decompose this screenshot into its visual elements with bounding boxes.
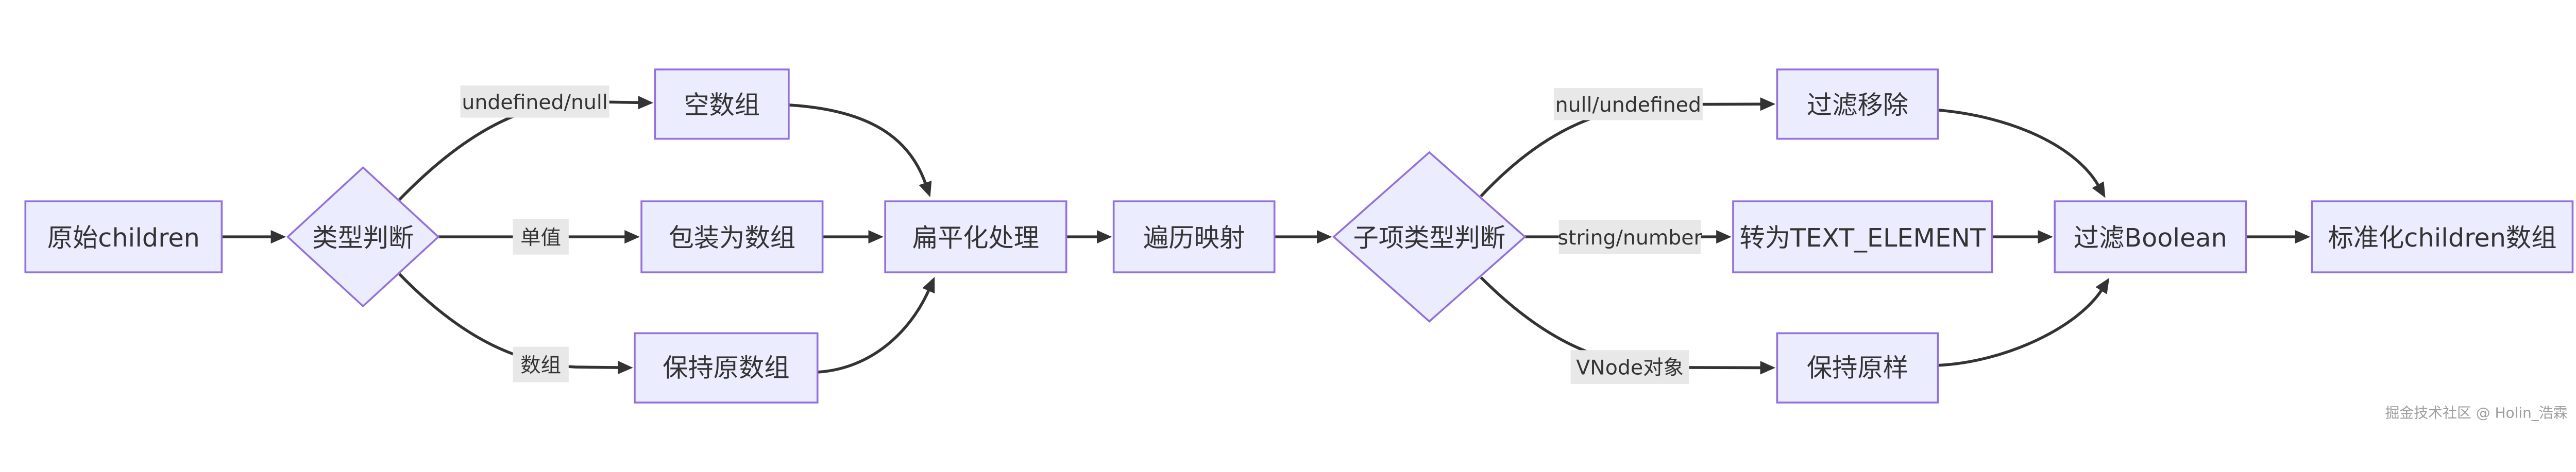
edge-empty-array-to-flatten	[788, 103, 932, 198]
edge-label-single-value-bg	[513, 219, 569, 255]
node-normalized-children-shape	[2311, 200, 2574, 273]
edge-label-undefined-null: undefined/null	[460, 85, 609, 118]
node-traverse-map-label: 遍历映射	[1143, 223, 1245, 253]
node-raw-children: 原始children	[24, 200, 223, 273]
node-keep-array-label: 保持原数组	[663, 353, 789, 383]
node-flatten: 扁平化处理	[884, 200, 1067, 273]
node-flatten-shape	[884, 200, 1067, 273]
node-filter-boolean-shape	[2054, 200, 2247, 273]
edge-label-single-value-text: 单值	[520, 226, 561, 250]
node-empty-array-shape	[654, 68, 790, 140]
node-to-text-element-shape	[1732, 200, 1993, 273]
node-keep-array: 保持原数组	[634, 332, 819, 404]
node-wrap-array-shape	[640, 200, 824, 273]
node-traverse-map-shape	[1112, 200, 1276, 273]
edge-label-null-undefined-bg	[1553, 88, 1703, 120]
edge-label-vnode-object-text: VNode对象	[1576, 356, 1684, 380]
edge-label-undefined-null-text: undefined/null	[462, 91, 607, 114]
node-keep-as-is-shape	[1776, 332, 1939, 404]
node-child-type-check-shape	[1332, 151, 1527, 323]
node-empty-array: 空数组	[654, 68, 790, 140]
node-filter-remove: 过滤移除	[1776, 68, 1939, 140]
node-keep-array-shape	[634, 332, 819, 404]
node-wrap-array: 包装为数组	[640, 200, 824, 273]
node-child-type-check-label: 子项类型判断	[1353, 223, 1506, 253]
node-traverse-map: 遍历映射	[1112, 200, 1276, 273]
node-type-check: 类型判断	[286, 166, 440, 308]
edge-label-vnode-object: VNode对象	[1570, 350, 1689, 384]
node-filter-boolean: 过滤Boolean	[2054, 200, 2247, 273]
edge-label-vnode-object-bg	[1570, 350, 1689, 384]
node-child-type-check: 子项类型判断	[1332, 151, 1527, 323]
edge-label-array-text: 数组	[520, 354, 561, 377]
node-keep-as-is: 保持原样	[1776, 332, 1939, 404]
edge-label-array: 数组	[513, 346, 569, 382]
node-to-text-element: 转为TEXT_ELEMENT	[1732, 200, 1993, 273]
node-filter-remove-label: 过滤移除	[1807, 90, 1908, 120]
node-empty-array-label: 空数组	[684, 90, 760, 120]
node-filter-remove-shape	[1776, 68, 1939, 140]
edge-label-string-number-text: string/number	[1557, 226, 1702, 250]
edge-label-string-number-bg	[1558, 220, 1701, 254]
node-keep-as-is-label: 保持原样	[1807, 353, 1908, 383]
edge-keep-as-is-to-filter-boolean	[1938, 277, 2110, 367]
node-normalized-children-label: 标准化children数组	[2328, 223, 2556, 253]
node-type-check-shape	[286, 166, 440, 308]
node-normalized-children: 标准化children数组	[2311, 200, 2574, 273]
edge-filter-remove-to-filter-boolean	[1938, 108, 2106, 198]
edge-label-null-undefined-text: null/undefined	[1555, 93, 1701, 117]
edge-label-array-bg	[513, 346, 569, 382]
node-wrap-array-label: 包装为数组	[669, 223, 795, 253]
edge-label-string-number: string/number	[1557, 220, 1702, 254]
node-raw-children-shape	[24, 200, 223, 273]
edge-label-null-undefined: null/undefined	[1553, 88, 1703, 120]
node-to-text-element-label: 转为TEXT_ELEMENT	[1739, 223, 1986, 253]
node-raw-children-label: 原始children	[47, 223, 200, 253]
edge-keep-array-to-flatten	[817, 276, 935, 374]
edge-label-single-value: 单值	[513, 219, 569, 255]
node-type-check-label: 类型判断	[312, 223, 414, 253]
edge-type-check-to-keep-array	[398, 273, 633, 375]
edge-label-undefined-null-bg	[460, 85, 609, 118]
node-filter-boolean-label: 过滤Boolean	[2074, 223, 2227, 253]
node-flatten-label: 扁平化处理	[912, 223, 1039, 253]
watermark-text: 掘金技术社区 @ Holin_浩霖	[2385, 405, 2567, 422]
